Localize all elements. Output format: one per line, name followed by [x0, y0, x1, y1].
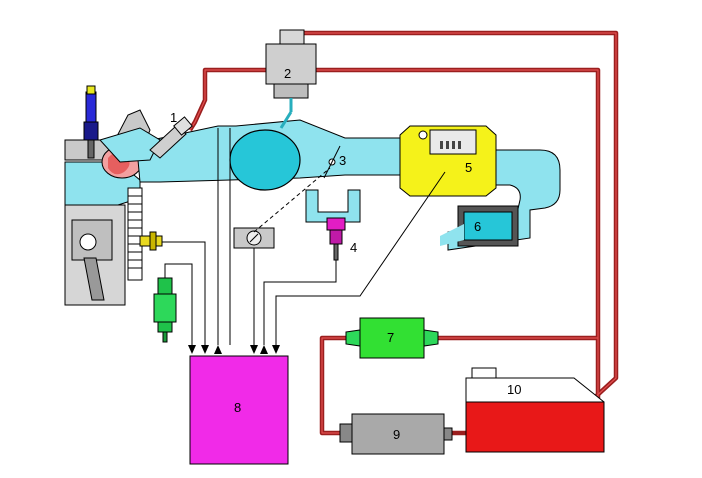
label-4: 4 — [350, 240, 357, 255]
fuel-pump — [339, 413, 453, 455]
fuel-line-to-injector — [188, 67, 268, 132]
label-2: 2 — [284, 66, 291, 81]
air-duct — [447, 149, 561, 251]
throttle-valve — [323, 145, 341, 179]
engine-block — [64, 109, 151, 306]
label-7: 7 — [387, 330, 394, 345]
air-flow-meter — [399, 125, 497, 197]
throttle-position-switch — [233, 227, 275, 249]
label-9: 9 — [393, 427, 400, 442]
fuel-line-filter-pump — [319, 335, 350, 436]
temperature-sensor — [139, 231, 163, 251]
label-8: 8 — [234, 400, 241, 415]
intake-manifold — [99, 119, 401, 223]
throttle-body — [229, 129, 301, 191]
idle-air-valve — [326, 217, 346, 261]
label-10: 10 — [507, 382, 521, 397]
label-6: 6 — [474, 219, 481, 234]
ecu-box — [189, 355, 289, 465]
fuel-filter — [345, 317, 439, 359]
oxygen-sensor — [153, 277, 177, 343]
fuel-injector — [149, 116, 193, 159]
fuel-tank — [465, 367, 605, 453]
wire-arrows — [188, 345, 280, 354]
signal-wires — [162, 128, 446, 345]
label-3: 3 — [339, 153, 346, 168]
label-1: 1 — [170, 110, 177, 125]
spark-plug-icon — [83, 85, 99, 159]
label-5: 5 — [465, 160, 472, 175]
pressure-regulator — [265, 29, 317, 129]
air-filter — [440, 205, 519, 247]
